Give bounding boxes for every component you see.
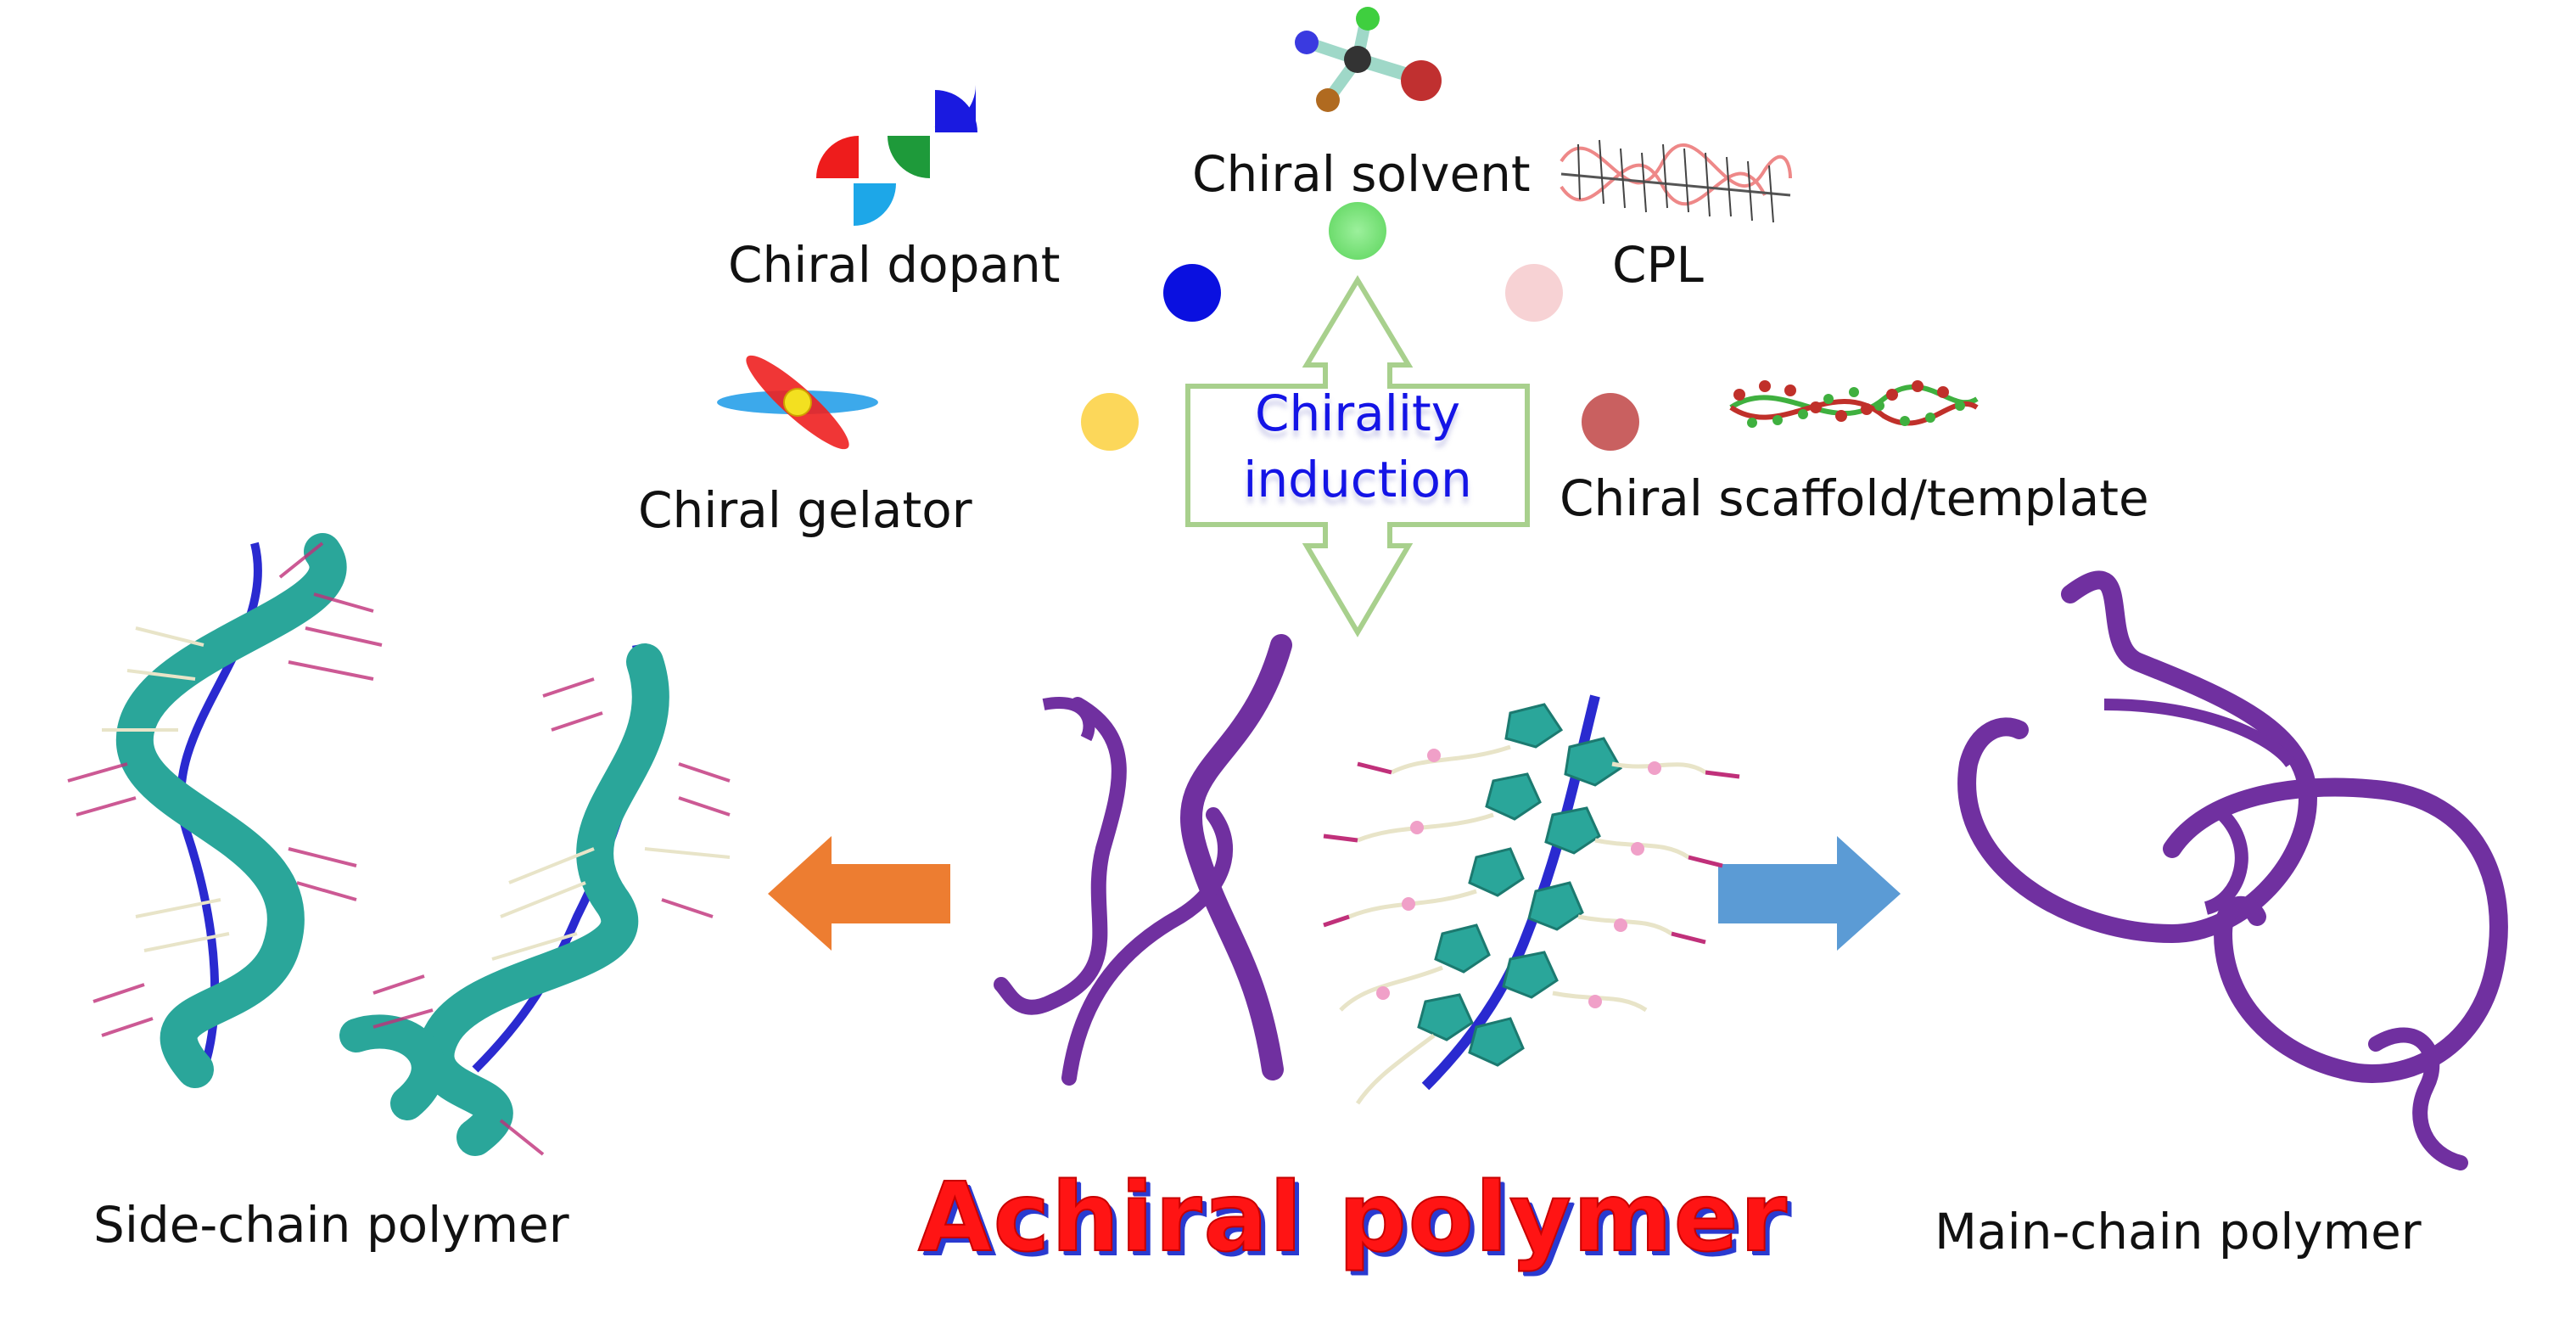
yellow-dot [1081,393,1139,451]
achiral-polymer-sidegroup-image [1323,694,1740,1105]
pink-dot [1505,264,1563,322]
main-chain-polymer-image [1957,570,2508,1170]
chiral-scaffold-label: Chiral scaffold/template [1560,469,2149,527]
green-dot [1329,202,1386,260]
achiral-polymer-ribbon-image [994,634,1292,1086]
chiral-gelator-icon [717,355,878,450]
chirality-induction-label: Chirality induction [1179,380,1536,513]
induction-line-1: Chirality [1254,384,1461,442]
achiral-polymer-title: Achiral polymer [917,1162,1789,1274]
chiral-gelator-label: Chiral gelator [638,481,972,539]
blue-dot [1163,264,1221,322]
right-arrow [1718,836,1901,951]
chiral-solvent-molecule-icon [1295,7,1442,112]
cpl-helix-icon [1560,139,1792,223]
side-chain-polymer-label: Side-chain polymer [93,1196,569,1254]
induction-line-2: induction [1243,451,1472,508]
side-chain-polymer-image [67,533,731,1156]
main-chain-polymer-label: Main-chain polymer [1935,1203,2422,1260]
induction-arrow [1185,275,1530,637]
left-arrow [768,836,950,951]
chiral-scaffold-icon [1729,380,1979,428]
chiral-solvent-label: Chiral solvent [1192,145,1531,203]
chiral-dopant-label: Chiral dopant [728,236,1061,294]
chiral-dopant-icon [816,85,977,226]
cpl-label: CPL [1612,236,1704,294]
brick-dot [1582,393,1639,451]
